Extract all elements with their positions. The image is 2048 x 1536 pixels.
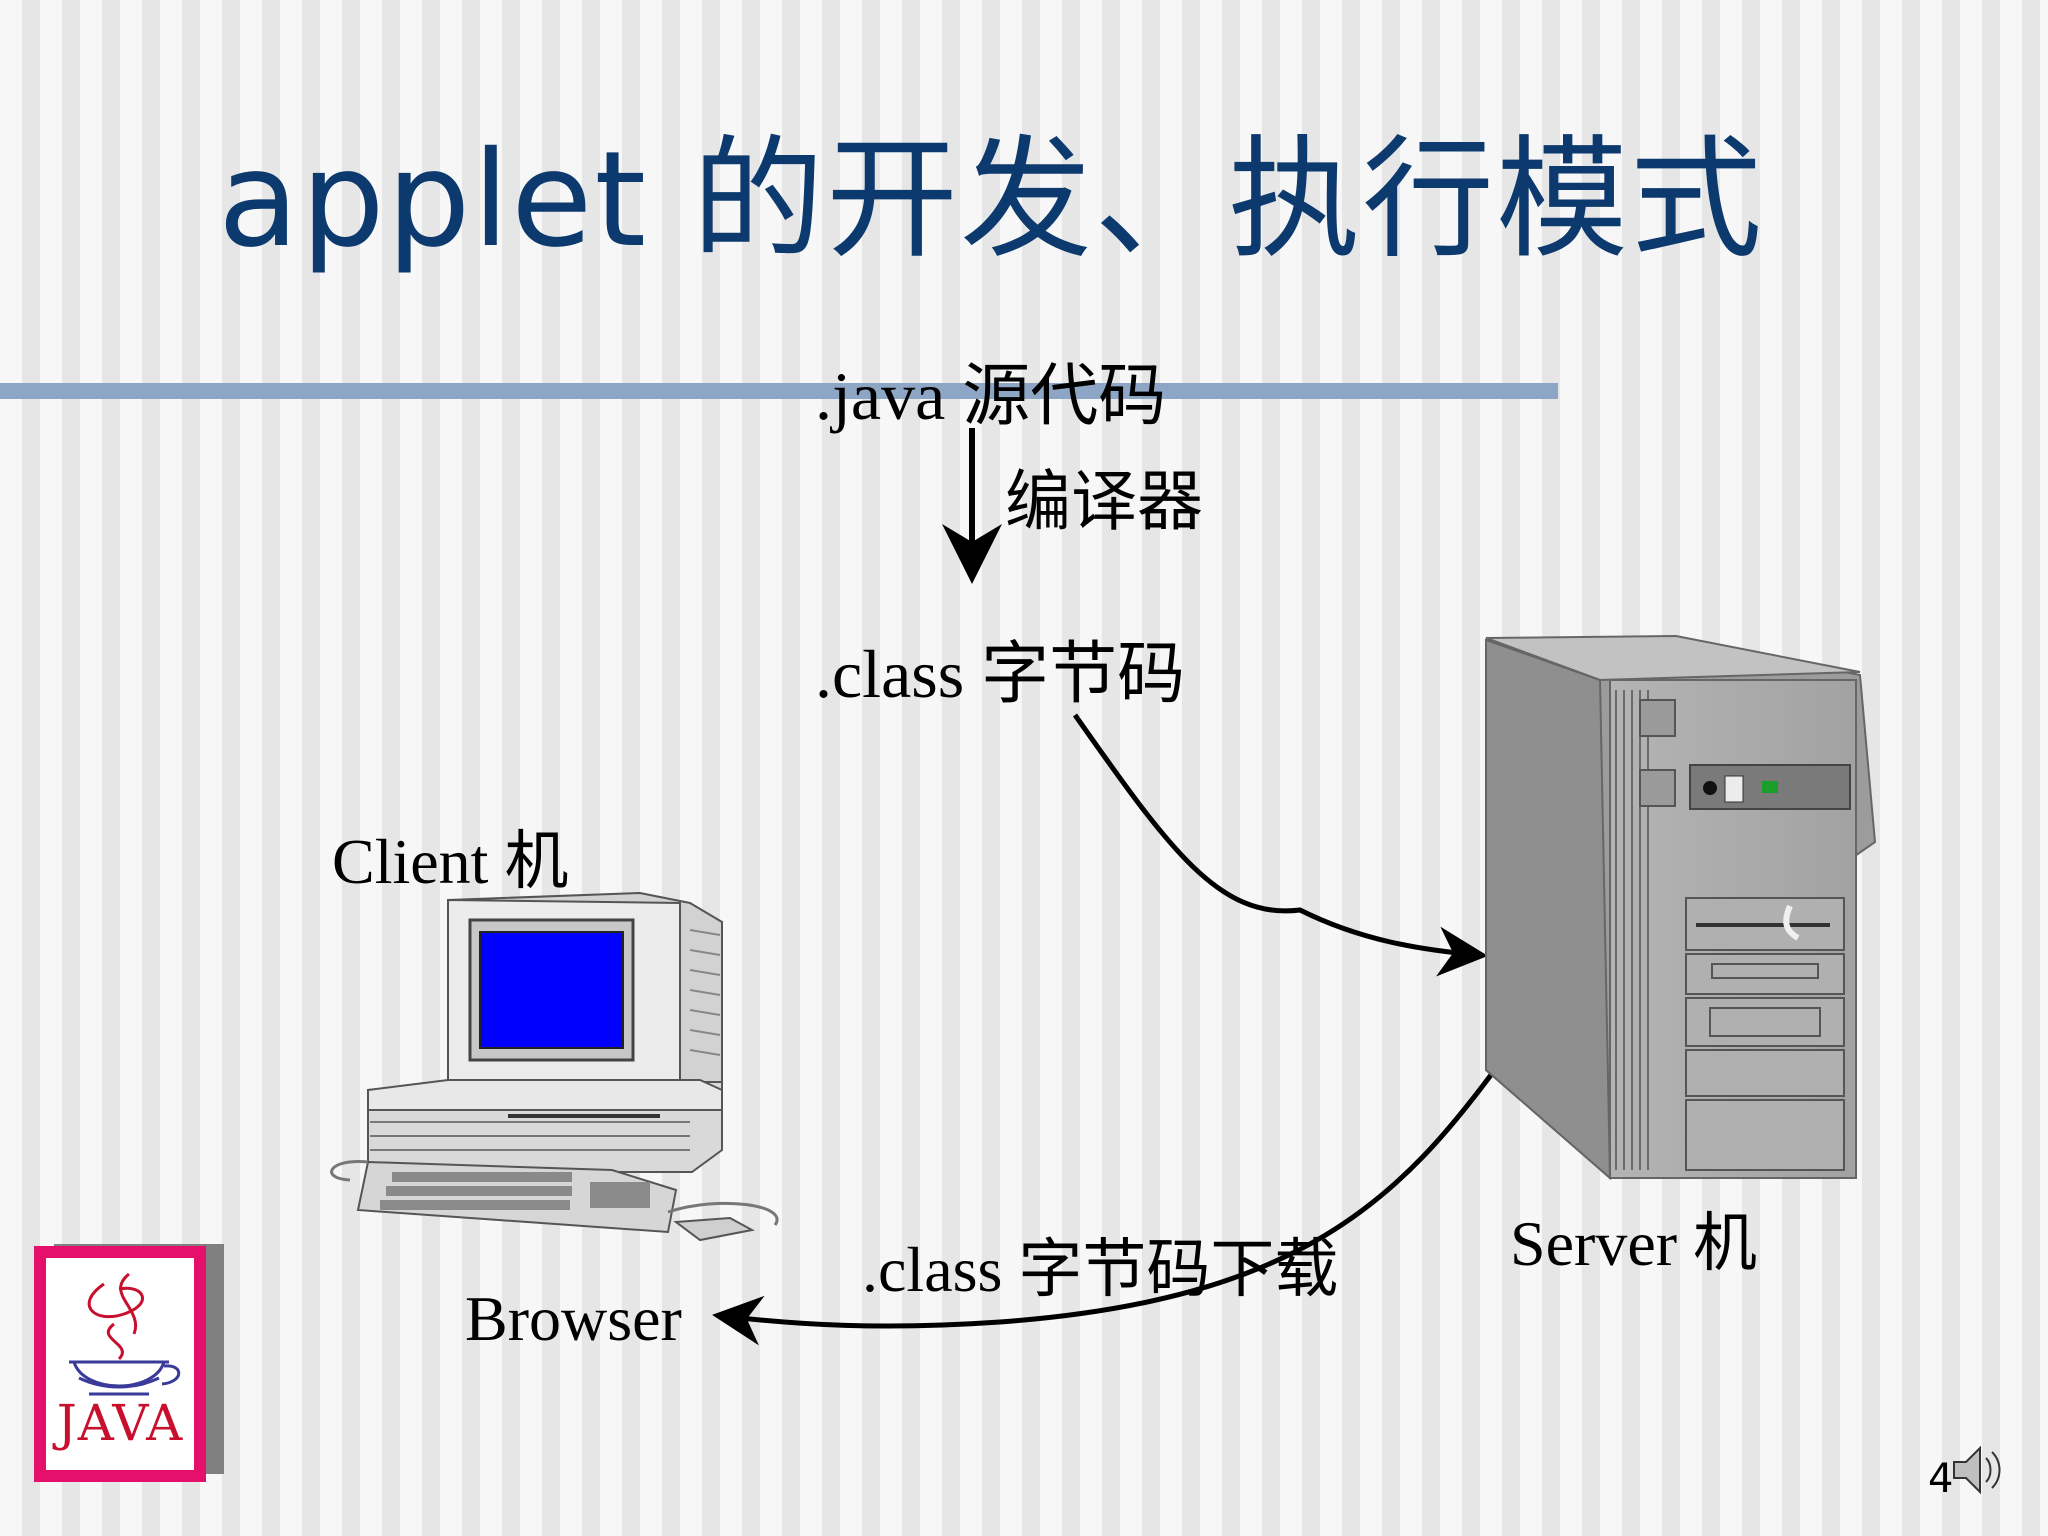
download-arrow bbox=[712, 1058, 1505, 1346]
slide-title: applet 的开发、执行模式 bbox=[218, 123, 1765, 277]
download-label: .class 字节码下载 bbox=[862, 1234, 1339, 1305]
java-logo-text: JAVA bbox=[56, 1394, 184, 1452]
page-number: 4 bbox=[1928, 1456, 1954, 1502]
server-label: Server 机 bbox=[1510, 1208, 1758, 1279]
source-code-label: .java 源代码 bbox=[815, 358, 1167, 434]
title-rule bbox=[0, 383, 1558, 399]
java-logo-icon bbox=[34, 1244, 224, 1482]
compiler-label: 编译器 bbox=[1005, 466, 1203, 539]
server-icon bbox=[1485, 634, 1877, 1181]
upload-arrow bbox=[1072, 713, 1488, 977]
bytecode-label: .class 字节码 bbox=[815, 636, 1186, 712]
computer-icon bbox=[330, 891, 779, 1242]
client-label: Client 机 bbox=[332, 826, 569, 897]
browser-label: Browser bbox=[465, 1283, 682, 1354]
speaker-icon[interactable] bbox=[1948, 1440, 2008, 1500]
